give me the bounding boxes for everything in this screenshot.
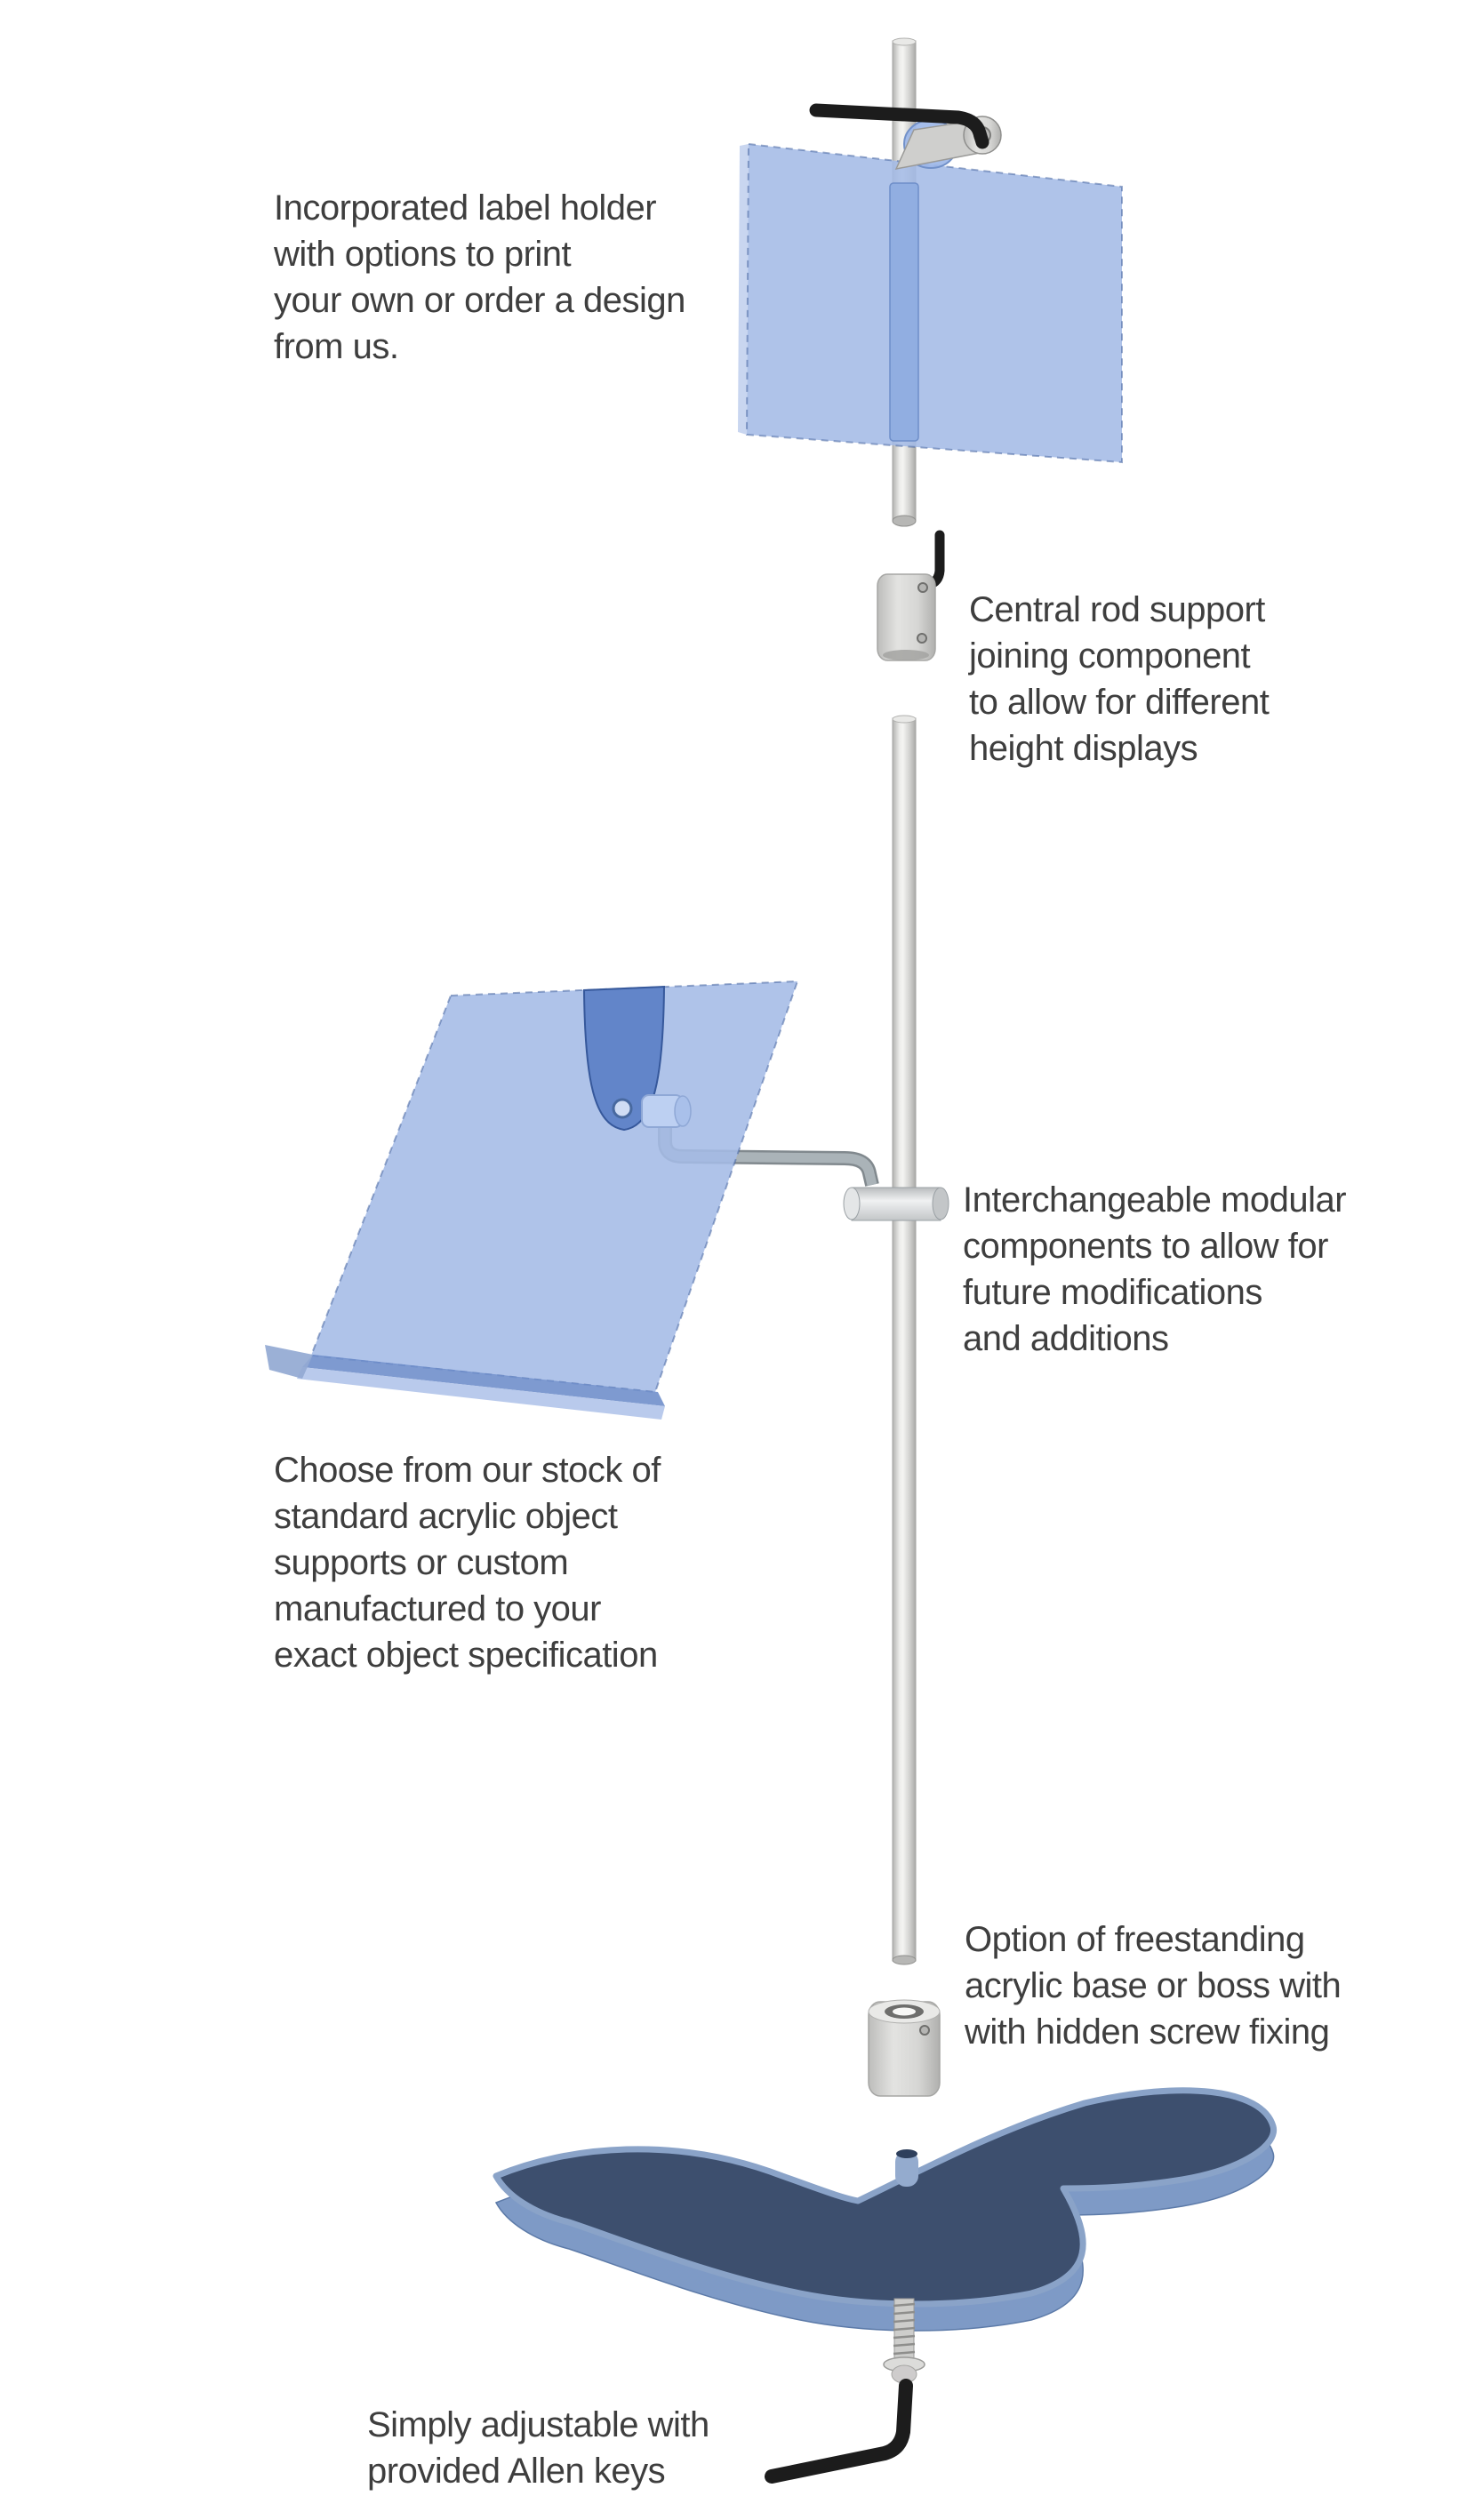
top-allen-key-icon — [809, 103, 989, 149]
central-rod — [892, 717, 917, 1962]
collar-right-cap — [932, 1187, 949, 1220]
central-rod-top-cap — [892, 715, 917, 724]
base-rod-socket — [895, 2151, 918, 2187]
base-rod-socket-top — [896, 2149, 917, 2158]
rod-collar — [843, 1187, 949, 1221]
fixing-screw — [883, 2298, 925, 2384]
label-panel-left-edge — [738, 144, 749, 435]
note-adjustable: Simply adjustable with provided Allen ke… — [367, 2405, 709, 2491]
label-panel — [745, 142, 1123, 464]
screw-shaft — [893, 2298, 915, 2365]
base-assembly — [493, 1999, 1278, 2332]
object-support-panel — [309, 980, 799, 1394]
support-bushing-cap — [674, 1095, 692, 1127]
object-support — [265, 980, 949, 1420]
screw-threads — [893, 2302, 916, 2356]
label-holder-clamp — [809, 103, 1002, 171]
shelf-top — [302, 1355, 665, 1406]
note-base-option: Option of freestanding acrylic base or b… — [965, 1920, 1342, 2052]
note-modular: Interchangeable modular components to al… — [963, 1180, 1347, 1358]
joining-screw-top — [917, 582, 928, 593]
boss-hole — [893, 2007, 916, 2016]
shelf-front — [297, 1367, 665, 1420]
boss-screw — [919, 2025, 930, 2036]
central-rod-bottom-cap — [892, 1955, 917, 1965]
central-rod-section — [892, 715, 917, 1965]
top-rod-top-cap — [892, 37, 917, 46]
note-rod-support: Central rod support joining component to… — [969, 590, 1270, 768]
joining-bottom-rim — [883, 650, 929, 660]
bottom-allen-key-icon — [765, 2379, 913, 2484]
joining-screw-bottom — [917, 633, 927, 644]
base-top — [493, 2087, 1278, 2308]
boss — [868, 1999, 941, 2097]
object-support-tongue — [582, 985, 666, 1132]
shelf-lip — [265, 1345, 313, 1379]
joining-component — [877, 530, 945, 661]
note-object-supports: Choose from our stock of standard acryli… — [274, 1451, 661, 1675]
collar-body — [851, 1187, 941, 1221]
note-label-holder: Incorporated label holder with options t… — [274, 188, 685, 366]
label-holder-panel — [738, 142, 1123, 464]
tongue-hole — [612, 1098, 633, 1119]
collar-left-cap — [843, 1187, 861, 1220]
top-rod-bottom-cap — [892, 515, 917, 527]
rod-sleeve — [889, 182, 919, 442]
